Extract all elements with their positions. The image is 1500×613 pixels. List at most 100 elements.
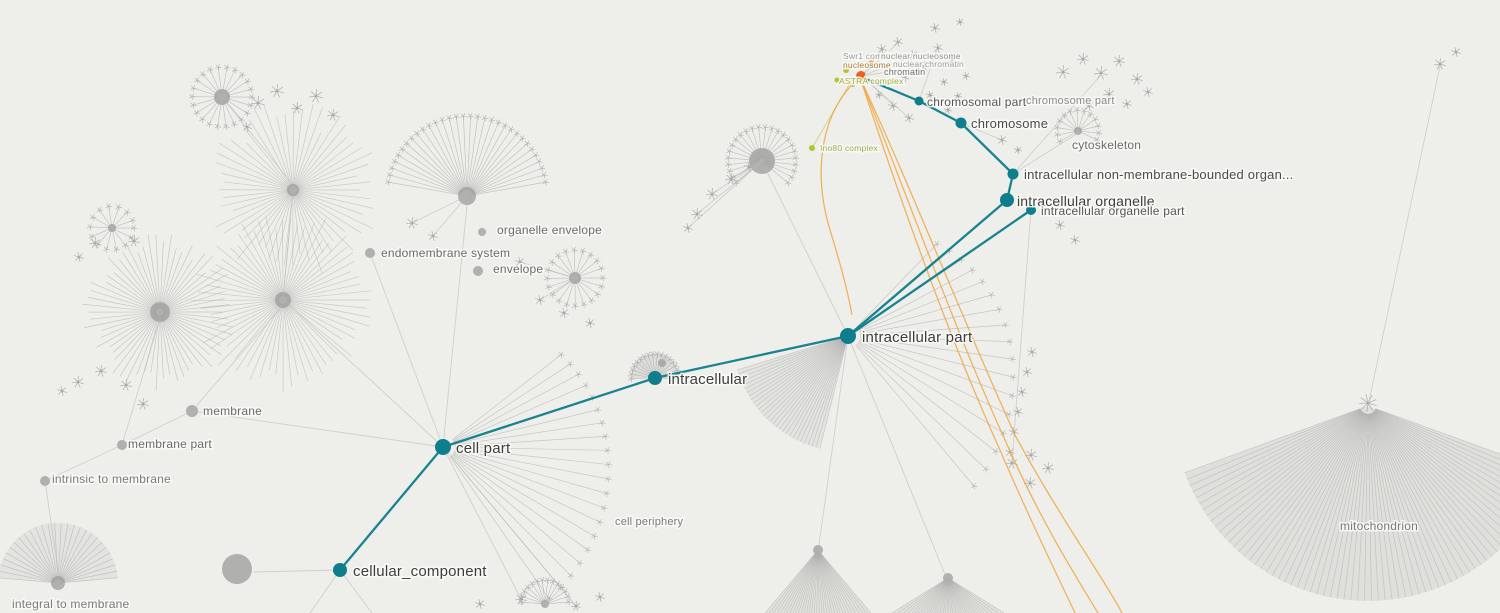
star-node <box>1143 87 1153 97</box>
star-node <box>137 397 149 410</box>
star-node <box>1055 220 1065 230</box>
label-cell-periphery: cell periphery <box>615 516 684 528</box>
star-node <box>944 106 952 114</box>
star-node <box>1113 54 1125 67</box>
star-node <box>327 108 339 121</box>
label-intracellular-part[interactable]: intracellular part <box>861 328 975 348</box>
label-intracellular[interactable]: intracellular <box>667 370 749 390</box>
node-intracellular-part[interactable] <box>840 328 856 344</box>
term-node[interactable] <box>658 359 666 367</box>
highlight-path-edges <box>339 77 1032 571</box>
label-envelope: envelope <box>493 262 543 276</box>
label-intracellular-organelle[interactable]: intracellular organelle <box>1016 192 1156 211</box>
label-cytoskeleton: cytoskeleton <box>1072 138 1141 152</box>
fan-cluster <box>215 104 374 274</box>
fan-cluster <box>764 545 872 613</box>
orange-association-edges <box>820 78 1123 613</box>
label-intracellular-organelle-part[interactable]: intracellular organelle part <box>1040 203 1187 220</box>
star-node <box>1022 367 1032 377</box>
star-node <box>956 18 964 26</box>
star-node <box>926 91 934 99</box>
label-cellular-component[interactable]: cellular_component <box>352 562 489 582</box>
star-node <box>57 386 67 396</box>
fan-cluster <box>891 573 1005 613</box>
label-organelle-envelope: organelle envelope <box>497 223 602 237</box>
star-node <box>1451 47 1461 57</box>
label-mitochondrion: mitochondrion <box>1340 519 1418 533</box>
star-node <box>1077 52 1089 65</box>
highlight-dot-green[interactable] <box>843 67 849 73</box>
label-nuclear-nucleosome: nuclear nucleosome <box>881 51 961 61</box>
label-intrinsic-to-membrane: intrinsic to membrane <box>52 472 171 486</box>
fan-cluster <box>190 216 372 393</box>
highlight-dot-green[interactable] <box>809 145 815 151</box>
label-intracellular-non-membrane-bounded-organ[interactable]: intracellular non-membrane-bounded organ… <box>1023 166 1295 184</box>
star-node <box>908 50 918 60</box>
star-node <box>251 95 265 110</box>
star-node <box>901 74 909 82</box>
star-node <box>933 43 943 53</box>
fan-cluster <box>1054 106 1103 145</box>
fan-cluster <box>543 246 607 310</box>
node-chromosome[interactable] <box>955 117 967 129</box>
node-intracellular-non-membrane-bounded-organelle[interactable] <box>1007 168 1019 180</box>
label-integral-to-membrane: integral to membrane <box>12 597 130 611</box>
star-node <box>1122 99 1132 109</box>
label-ino80-complex: Ino80 complex <box>820 143 878 153</box>
label-chromosomal-part[interactable]: chromosomal part <box>926 94 1029 111</box>
node-intracellular[interactable] <box>648 371 662 385</box>
label-chromatin: chromatin <box>884 67 925 77</box>
star-node <box>893 37 903 47</box>
term-node[interactable] <box>222 554 252 584</box>
star-node <box>1013 407 1023 417</box>
highlight-dot-orange_node[interactable] <box>856 71 866 81</box>
star-node <box>947 55 957 65</box>
star-node <box>1017 387 1027 397</box>
fan-cluster <box>0 522 118 590</box>
star-node <box>585 318 595 328</box>
fan-cluster <box>86 203 138 253</box>
highlight-dot-green[interactable] <box>851 83 855 87</box>
node-chromosomal-part[interactable] <box>914 96 924 106</box>
node-cell-part[interactable] <box>435 439 451 455</box>
gray-edges <box>44 42 1441 613</box>
fan-cluster <box>188 64 256 131</box>
label-chromosome-part: chromosome part <box>1026 95 1115 107</box>
label-membrane-part: membrane part <box>128 437 212 451</box>
fan-cluster <box>385 112 550 205</box>
star-node <box>128 234 140 247</box>
star-node <box>95 364 107 377</box>
label-chromosome[interactable]: chromosome <box>970 115 1050 133</box>
star-node <box>962 72 970 80</box>
fan-cluster <box>855 240 1017 490</box>
star-node <box>954 92 962 100</box>
highlight-dot-orange[interactable] <box>868 60 874 66</box>
star-node <box>475 599 485 609</box>
node-intracellular-organelle-part[interactable] <box>1026 205 1036 215</box>
node-intracellular-organelle[interactable] <box>1000 193 1014 207</box>
star-node <box>74 252 84 262</box>
star-node <box>1042 461 1054 474</box>
star-node <box>1024 476 1036 489</box>
highlight-dot-green[interactable] <box>834 77 840 83</box>
node-cellular-component[interactable] <box>333 563 347 577</box>
term-node[interactable] <box>478 228 486 236</box>
fan-cluster <box>82 234 234 391</box>
star-node <box>291 101 303 114</box>
star-node <box>930 23 940 33</box>
fan-cluster <box>724 123 800 187</box>
star-node <box>1434 57 1446 70</box>
star-node <box>1014 146 1022 154</box>
label-membrane: membrane <box>203 404 262 418</box>
star-node <box>1131 72 1143 85</box>
term-node[interactable] <box>473 266 483 276</box>
label-cell-part[interactable]: cell part <box>455 439 513 459</box>
star-node <box>1070 235 1080 245</box>
star-node <box>120 378 132 391</box>
star-node <box>72 375 84 388</box>
label-astra-complex: ASTRA complex <box>839 76 904 86</box>
star-node <box>270 83 284 98</box>
star-node <box>1025 448 1037 461</box>
